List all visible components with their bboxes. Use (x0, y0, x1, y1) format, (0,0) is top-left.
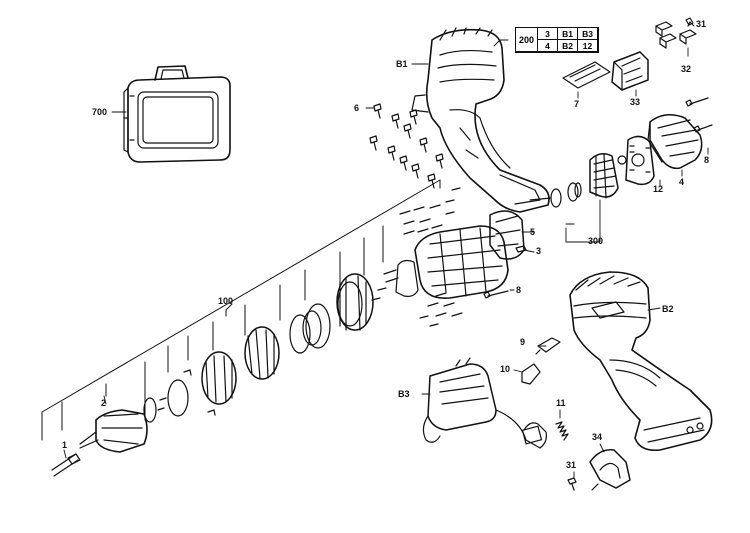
callout-leaders (63, 21, 709, 479)
callout-300: 300 (588, 236, 604, 246)
callout-4: 4 (679, 177, 685, 187)
bracket-33 (611, 51, 649, 91)
callout-9: 9 (520, 337, 526, 347)
gear-case-2 (79, 409, 148, 453)
callout-1: 1 (62, 440, 68, 450)
callout-8-right: 8 (704, 155, 710, 165)
callout-12: 12 (653, 184, 664, 194)
ref-r2c1: 4 (537, 39, 558, 52)
trigger-10 (521, 363, 541, 385)
switch-assembly-b3 (422, 357, 547, 449)
screws-group-6 (369, 103, 444, 189)
callout-3: 3 (536, 246, 542, 256)
ref-r2c3: 12 (577, 39, 598, 52)
housing-b2 (569, 271, 713, 452)
callout-b2: B2 (662, 304, 674, 314)
callout-10: 10 (500, 364, 511, 374)
belt-clip-34 (589, 449, 631, 491)
callout-b3: B3 (398, 389, 410, 399)
front-cover-4 (647, 114, 703, 170)
callout-31-bottom: 31 (566, 460, 577, 470)
label-plate-7 (562, 61, 611, 89)
callout-8-center: 8 (516, 285, 522, 295)
callout-31-top: 31 (696, 19, 707, 29)
reference-table: 200 3 B1 B3 4 B2 12 (515, 27, 599, 53)
leader-lines-100 (41, 179, 441, 441)
spring-11 (555, 421, 569, 441)
callout-700: 700 (92, 107, 108, 117)
bit-holder-1 (51, 453, 81, 477)
pins-group (371, 187, 509, 327)
callout-5: 5 (530, 227, 536, 237)
callout-b1: B1 (396, 59, 408, 69)
callout-11: 11 (556, 398, 566, 408)
electronics-board-12 (617, 135, 655, 186)
screw-31-bottom (567, 477, 577, 491)
callout-32: 32 (681, 64, 692, 74)
gear-housing (383, 210, 527, 299)
callout-34: 34 (592, 432, 603, 442)
ref-r2c2: B2 (557, 39, 578, 52)
rotor-assembly-300 (529, 153, 619, 208)
carrying-case (123, 65, 231, 163)
callout-6: 6 (354, 103, 360, 113)
callout-33: 33 (630, 97, 641, 107)
housing-b1 (411, 27, 550, 213)
planetary-gear-rings (143, 273, 374, 423)
callout-2: 2 (101, 398, 107, 408)
callout-100: 100 (218, 296, 234, 306)
screws-8-right (685, 97, 713, 133)
switch-actuator-9 (535, 337, 561, 355)
clips-32 (655, 17, 697, 49)
ref-main: 200 (515, 27, 538, 52)
callout-7: 7 (574, 99, 580, 109)
